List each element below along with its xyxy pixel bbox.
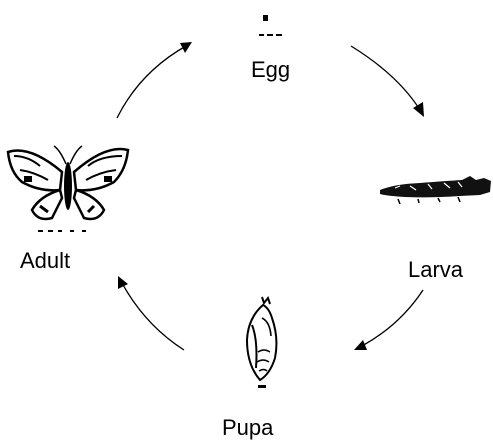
arrow-adult-to-egg — [117, 42, 192, 118]
arrow-egg-to-larva — [351, 46, 424, 117]
arrow-pupa-to-adult — [118, 276, 184, 350]
butterfly-icon — [8, 146, 128, 232]
stage-label-adult: Adult — [20, 250, 70, 272]
chrysalis-icon — [247, 297, 276, 388]
caterpillar-icon — [380, 176, 491, 204]
egg-icon — [259, 15, 282, 36]
arrow-larva-to-pupa — [354, 290, 423, 350]
stage-label-egg: Egg — [251, 59, 290, 81]
stage-label-larva: Larva — [408, 259, 463, 281]
stage-label-pupa: Pupa — [222, 417, 273, 439]
